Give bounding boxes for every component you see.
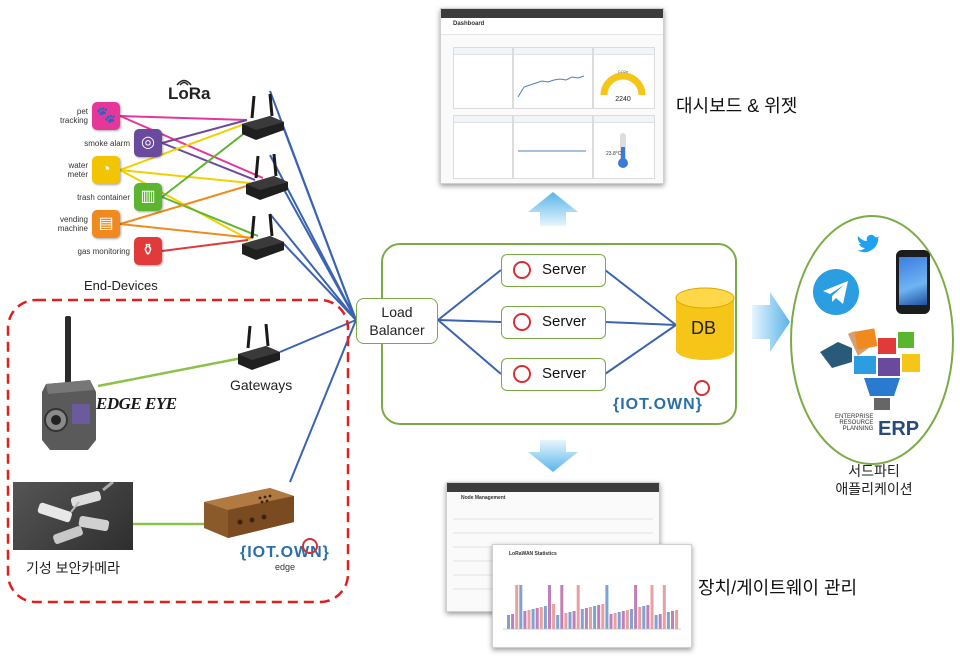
server-label: Server xyxy=(542,313,587,330)
node-management-title: Node Management xyxy=(461,495,506,501)
gauge-value: 2240 xyxy=(615,96,631,103)
smoke-alarm-icon: ◎ xyxy=(134,129,162,157)
server-label: Server xyxy=(542,261,587,278)
lorawan-stats-title: LoRaWAN Statistics xyxy=(509,551,557,557)
end-device-label: trash container xyxy=(77,193,130,202)
trash-icon: ▥ xyxy=(134,183,162,211)
end-device-label: gas monitoring xyxy=(77,247,130,256)
database-icon xyxy=(675,287,735,360)
lorawan-bar-chart xyxy=(503,585,681,630)
gateway-lb-links xyxy=(269,90,357,483)
gateway-router-icon xyxy=(242,94,284,140)
server-links xyxy=(437,269,677,375)
server-box: Server xyxy=(501,358,606,391)
water-meter-icon: ◔ xyxy=(92,156,120,184)
ferris-wheel-icon xyxy=(513,313,531,331)
iotown-edge-box xyxy=(204,488,294,538)
third-party-caption: 서드파티 애플리케이션 xyxy=(835,463,913,497)
camera-label: 기성 보안카메라 xyxy=(26,560,121,576)
end-device-label: smoke alarm xyxy=(84,139,130,148)
security-cameras-photo xyxy=(13,480,133,550)
lorawan-statistics-screenshot: LoRaWAN Statistics xyxy=(492,544,692,648)
device-gateway-links xyxy=(119,115,264,252)
erp-label: ERP xyxy=(878,418,920,440)
end-device-label: pet tracking xyxy=(59,107,88,125)
ferris-wheel-icon xyxy=(694,380,710,396)
paw-icon: 🐾 xyxy=(92,102,120,130)
third-party-ellipse xyxy=(790,215,954,465)
edge-region-border xyxy=(6,298,350,604)
server-label: Server xyxy=(542,365,587,382)
gateway-router-icon xyxy=(242,214,284,260)
dashboard-title: Dashboard xyxy=(453,21,485,27)
end-device-label: vending machine xyxy=(57,215,88,233)
gateway-router-icon xyxy=(238,324,280,370)
server-box: Server xyxy=(501,254,606,287)
lora-logo: LoRa xyxy=(168,84,211,103)
smartphone-icon xyxy=(896,250,930,314)
flow-arrows xyxy=(528,192,790,472)
svg-text:23.8°C: 23.8°C xyxy=(606,151,622,157)
gas-cylinder-icon: ⚱ xyxy=(134,237,162,265)
load-balancer: Load Balancer xyxy=(356,298,438,344)
dashboard-caption: 대시보드 & 위젯 xyxy=(676,96,798,116)
ferris-wheel-icon xyxy=(302,538,318,554)
iotown-logo: {IOT.OWN} xyxy=(613,396,703,413)
twitter-icon xyxy=(857,234,880,253)
edgeeye-logo: EDGE EYE xyxy=(96,394,177,413)
svg-text:CO2e: CO2e xyxy=(618,69,629,74)
gateway-router-icon xyxy=(246,154,288,200)
end-device-label: water meter xyxy=(67,161,88,179)
erp-puzzle-graphic xyxy=(820,328,920,410)
ferris-wheel-icon xyxy=(513,261,531,279)
vending-machine-icon: ▤ xyxy=(92,210,120,238)
gateways-label: Gateways xyxy=(230,377,293,393)
end-devices-label: End-Devices xyxy=(84,278,158,293)
telegram-icon xyxy=(813,269,859,315)
server-box: Server xyxy=(501,306,606,339)
erp-small-text: ENTERPRISE RESOURCE PLANNING xyxy=(835,414,874,432)
db-label: DB xyxy=(691,318,717,338)
dashboard-screenshot: Dashboard 2240 CO2e 23.8°C xyxy=(440,8,664,184)
wireless-signal-icon xyxy=(176,79,192,86)
ferris-wheel-icon xyxy=(513,365,531,383)
node-management-caption: 장치/게이트웨이 관리 xyxy=(698,578,858,598)
edgeeye-camera-device xyxy=(42,316,96,450)
